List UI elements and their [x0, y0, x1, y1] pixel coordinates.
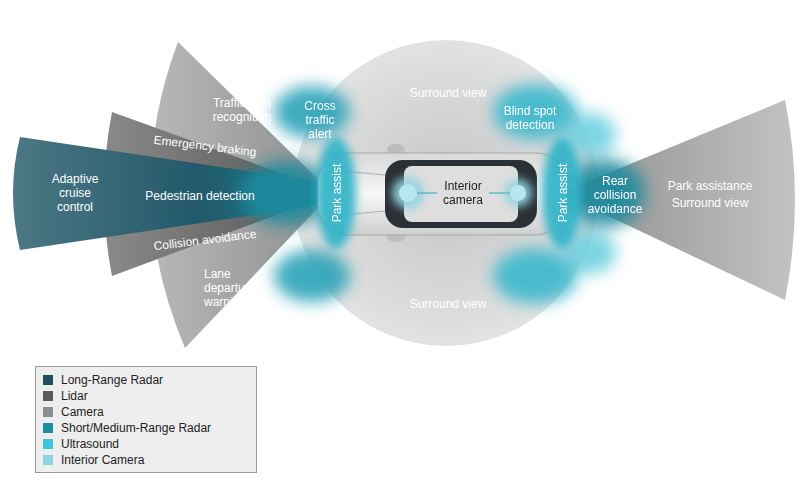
legend-text: Interior Camera: [61, 453, 144, 467]
legend-swatch: [43, 439, 53, 449]
legend-swatch: [43, 391, 53, 401]
surround-view-label: Surround view: [393, 297, 503, 311]
legend-row: Long-Range Radar: [43, 372, 256, 388]
camera-label: Traffic sign recognition: [202, 96, 282, 124]
camera-label: Pedestrian detection: [135, 189, 265, 203]
legend-swatch: [43, 423, 53, 433]
legend-swatch: [43, 455, 53, 465]
radar-label: Rear collision avoidance: [582, 174, 648, 216]
legend-text: Camera: [61, 405, 104, 419]
legend-row: Short/Medium-Range Radar: [43, 420, 256, 436]
legend-row: Ultrasound: [43, 436, 256, 452]
legend-swatch: [43, 407, 53, 417]
interior-camera-label: Interior camera: [438, 179, 488, 207]
ultrasound-label: Park assist: [330, 148, 344, 238]
legend-text: Ultrasound: [61, 437, 119, 451]
legend-row: Lidar: [43, 388, 256, 404]
legend-row: Camera: [43, 404, 256, 420]
surround-view-label: Surround view: [393, 86, 503, 100]
camera-label: Lane departure warning: [204, 267, 264, 309]
radar-label: Blind spot detection: [501, 104, 559, 132]
camera-label: Park assistance: [655, 179, 765, 193]
legend-text: Long-Range Radar: [61, 373, 163, 387]
legend-box: Long-Range RadarLidarCameraShort/Medium-…: [35, 366, 257, 473]
legend-text: Short/Medium-Range Radar: [61, 421, 211, 435]
legend-swatch: [43, 375, 53, 385]
legend-row: Interior Camera: [43, 452, 256, 468]
legend-text: Lidar: [61, 389, 88, 403]
ultrasound-label: Park assist: [556, 148, 570, 238]
camera-label: Surround view: [655, 196, 765, 210]
long-range-radar-label: Adaptive cruise control: [44, 172, 106, 214]
radar-label: Cross traffic alert: [297, 99, 343, 141]
